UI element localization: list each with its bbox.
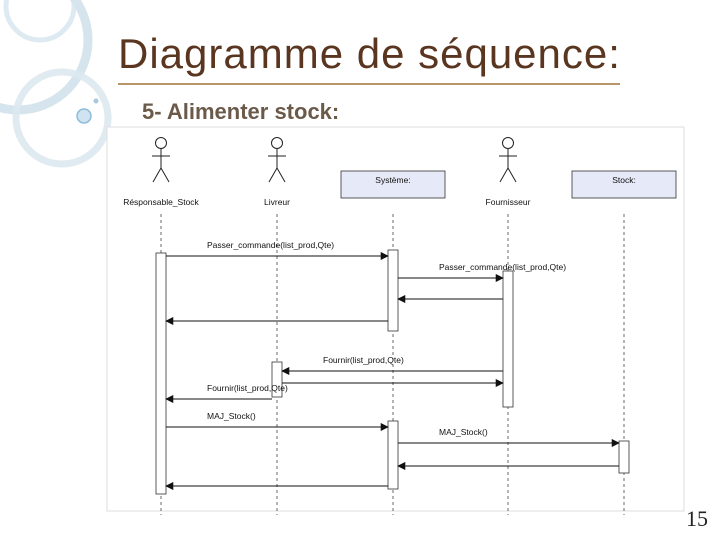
message-label-1: Passer_commande(list_prod,Qte)	[207, 240, 334, 250]
object-label-systeme: Système:	[375, 175, 410, 185]
actor-responsable	[152, 137, 170, 183]
message-label-2: Passer_commande(list_prod,Qte)	[439, 262, 566, 272]
message-label-9: MAJ_Stock()	[439, 427, 488, 437]
message-label-8: MAJ_Stock()	[207, 411, 256, 421]
deco-dot-small	[93, 98, 99, 104]
activation-systeme-4	[387, 420, 399, 490]
message-label-7: Fournir(list_prod,Qte)	[207, 383, 288, 393]
activation-stock-5	[618, 440, 630, 474]
activation-livreur-3	[271, 361, 283, 398]
activation-bars	[155, 249, 630, 495]
message-label-5: Fournir(list_prod,Qte)	[323, 355, 404, 365]
deco-dot-large	[76, 108, 92, 124]
slide-title: Diagramme de séquence:	[118, 30, 621, 77]
activation-fournisseur-2	[502, 270, 514, 408]
title-underline	[118, 83, 620, 85]
object-box-systeme	[340, 170, 446, 199]
actor-label-livreur: Livreur	[264, 197, 290, 207]
activation-responsable-0	[155, 252, 167, 495]
activation-systeme-1	[387, 249, 399, 332]
object-label-stock: Stock:	[612, 175, 636, 185]
deco-ring-small	[3, 0, 77, 43]
object-box-stock	[571, 170, 677, 199]
actor-label-responsable: Résponsable_Stock	[123, 197, 199, 207]
slide-subtitle: 5- Alimenter stock:	[142, 99, 340, 124]
participant-heads: Résponsable_Stock Livreur Système: Fourniss…	[123, 137, 677, 207]
page-number: 15	[686, 506, 708, 531]
actor-livreur	[268, 137, 286, 183]
actor-fournisseur	[499, 137, 517, 183]
actor-label-fournisseur: Fournisseur	[486, 197, 531, 207]
deco-ring-medium	[12, 68, 112, 168]
messages: Passer_commande(list_prod,Qte) Passer_com…	[165, 240, 620, 491]
